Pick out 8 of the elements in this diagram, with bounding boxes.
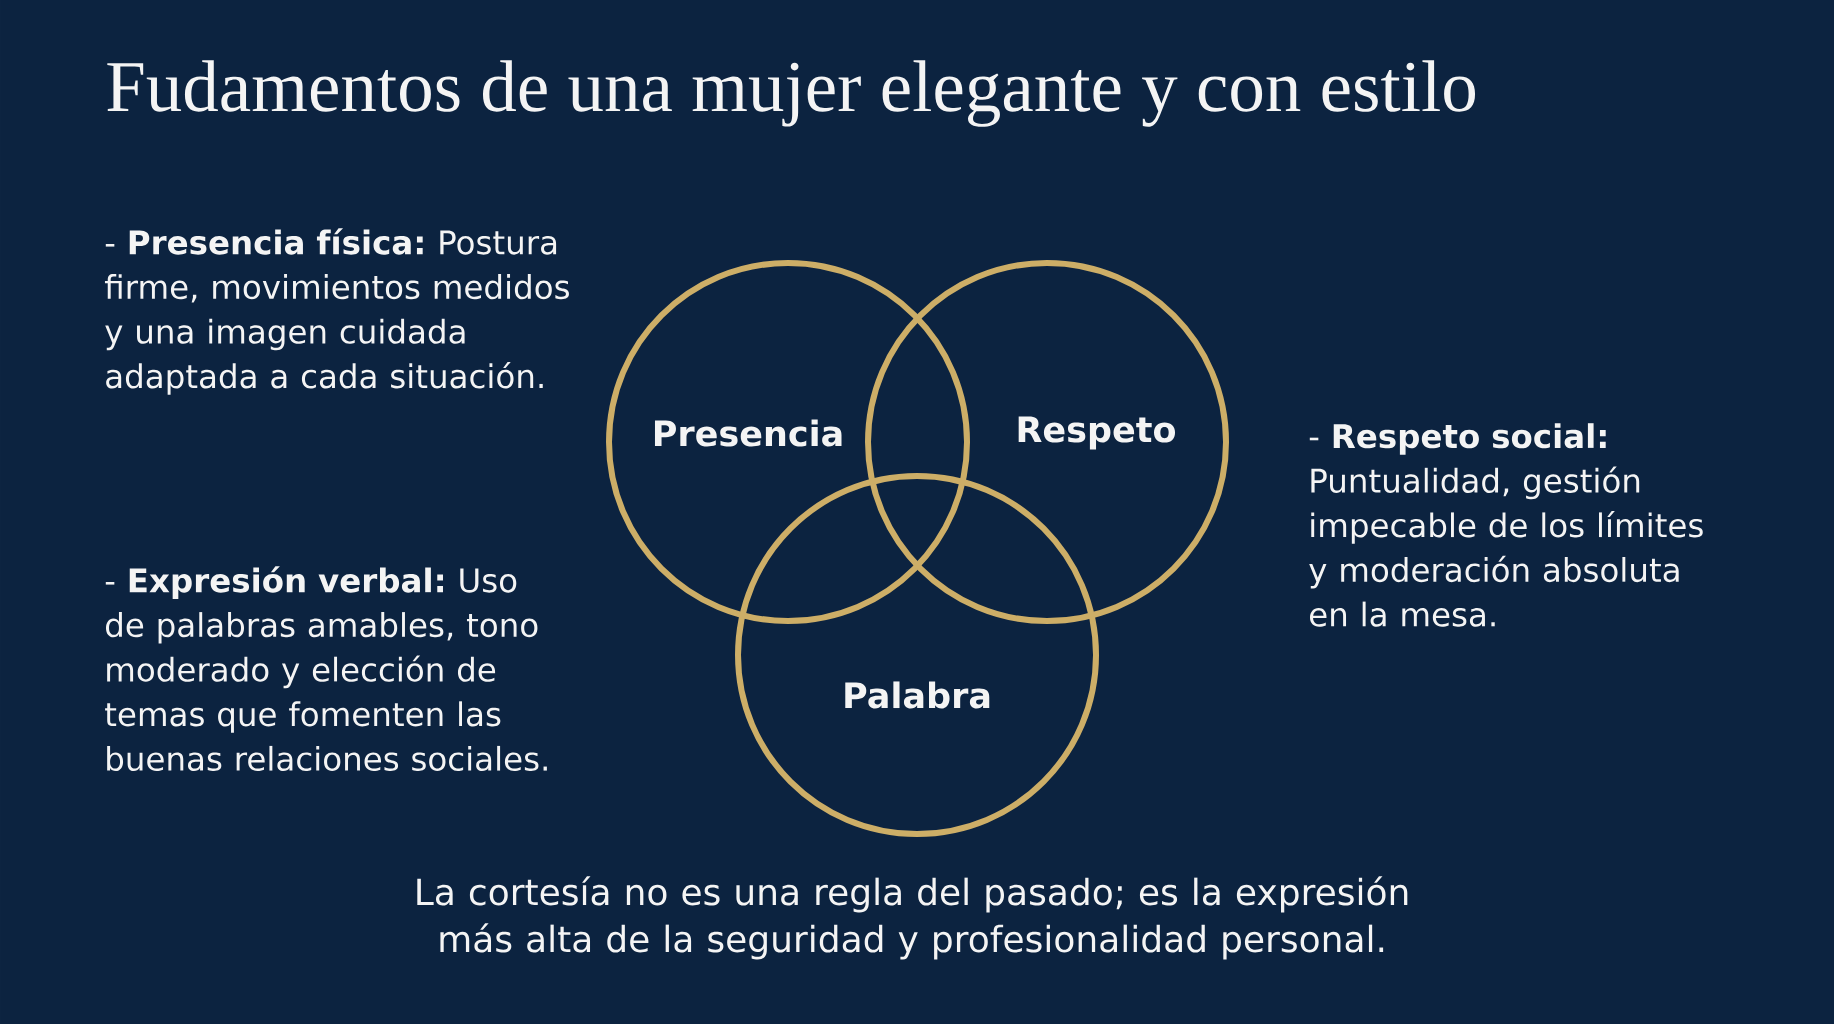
circle-label: Presencia — [655, 419, 842, 447]
paragraph: - Expresión verbal: Uso de palabras amables, tono moderado y elección de temas que fomenten las buenas relaciones sociales. — [105, 566, 547, 772]
paragraph: - Presencia física: Postura firme, movimientos medidos y una imagen cuidada adaptada a cada situación. — [104, 228, 569, 395]
paragraph: - Respeto social: Puntualidad, gestión impecable de los límites y moderación absoluta en la mesa. — [1309, 423, 1703, 627]
caption: La cortesía no es una regla del pasado; es la expresión más alta de la seguridad y profesionalidad personal. — [417, 876, 1408, 960]
circle-label: Palabra — [845, 681, 990, 709]
title: Fudamentos de una mujer elegante y con estilo — [107, 60, 1476, 127]
circle-label: Respeto — [1018, 416, 1176, 450]
